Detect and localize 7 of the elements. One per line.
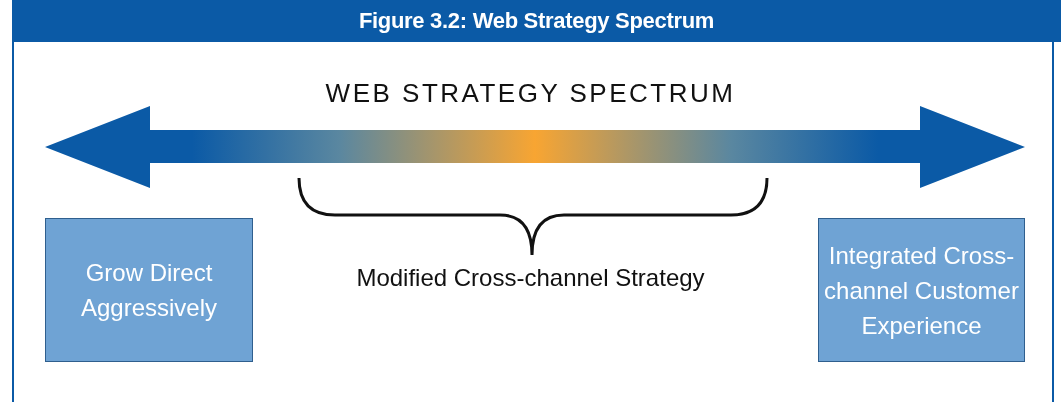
strategy-box xyxy=(45,218,253,362)
brace-label: Modified Cross-channel Strategy xyxy=(356,264,705,291)
strategy-box xyxy=(818,218,1025,362)
figure-title: Figure 3.2: Web Strategy Spectrum xyxy=(358,8,715,34)
spectrum-heading: WEB STRATEGY SPECTRUM xyxy=(325,78,736,108)
box-text: Integrated Cross-channel Customer Experience xyxy=(823,240,1020,341)
box-text: Grow Direct Aggressively xyxy=(79,258,219,323)
